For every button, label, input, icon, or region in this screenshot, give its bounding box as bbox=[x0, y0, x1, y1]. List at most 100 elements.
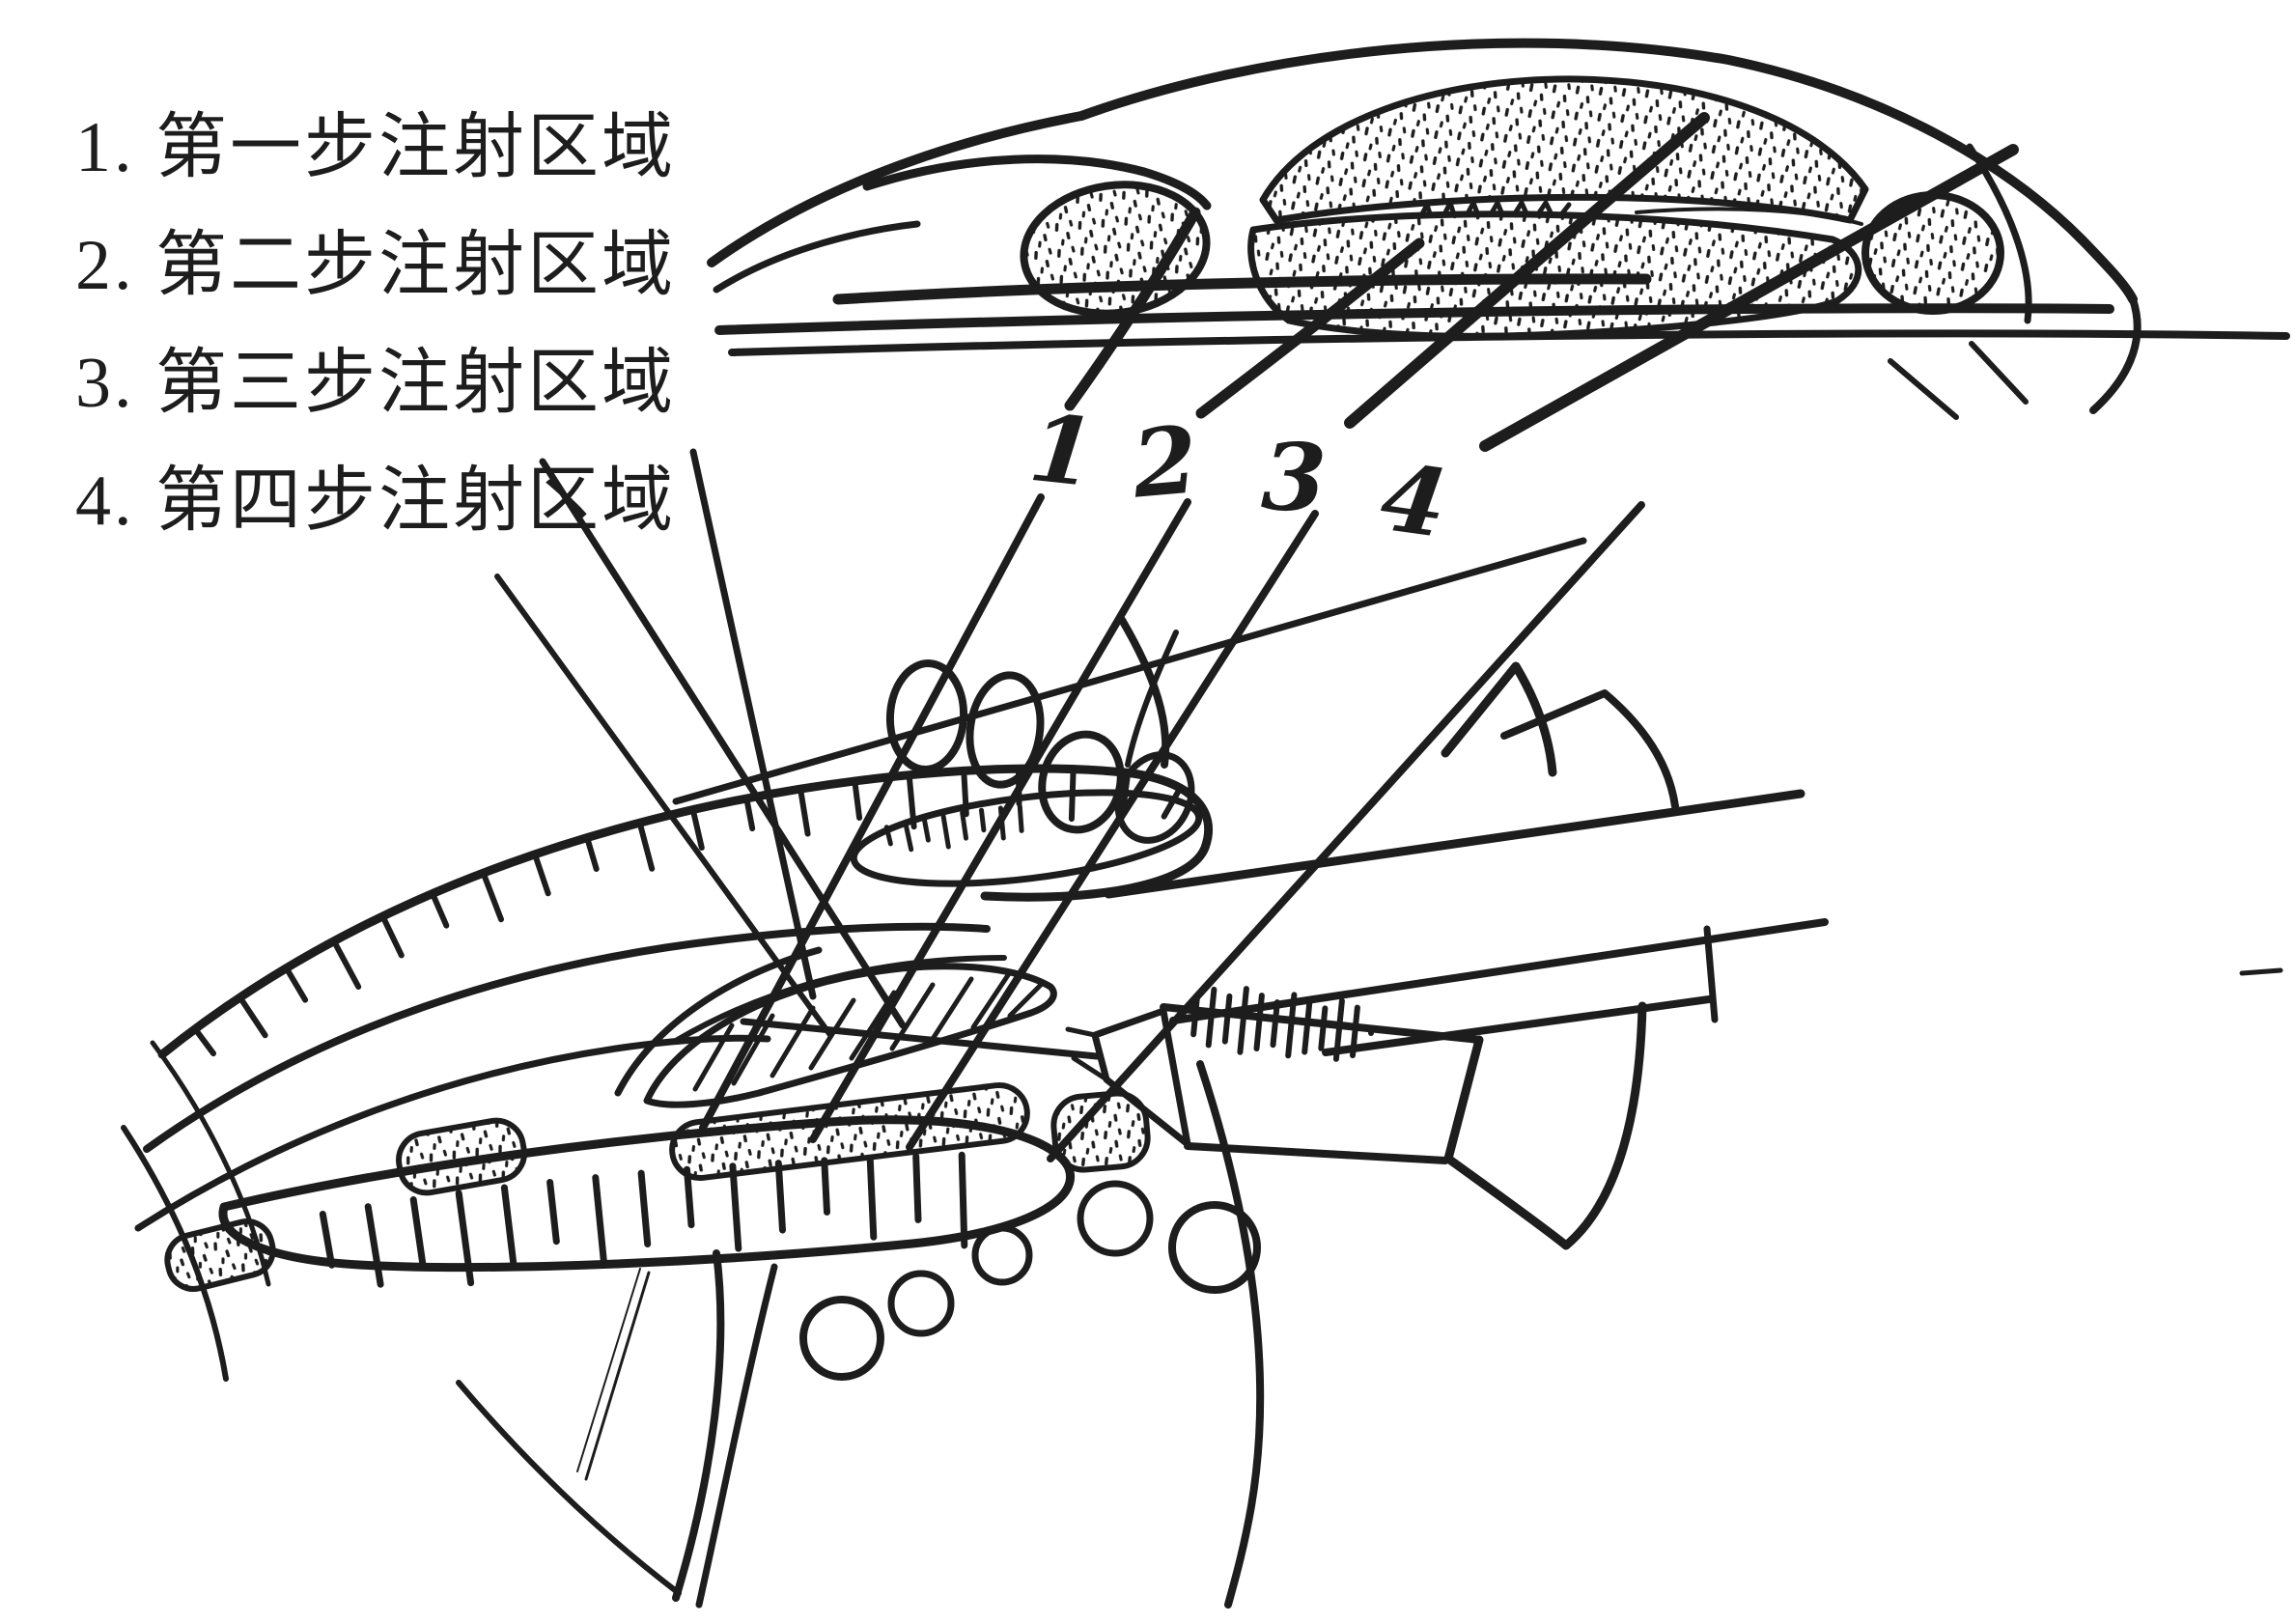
legend-item-step1: 1. 第一步注射区域 bbox=[75, 108, 676, 187]
hatch-tick bbox=[821, 1157, 830, 1216]
hatch-tick bbox=[866, 1155, 878, 1241]
anterior-tip-inner-line bbox=[1966, 143, 2032, 324]
leader-line-step4 bbox=[1479, 144, 2019, 452]
legend-item-step3: 3. 第三步注射区域 bbox=[75, 344, 676, 423]
legend: 1. 第一步注射区域 2. 第二步注射区域 3. 第三步注射区域 4. 第四步注… bbox=[75, 89, 676, 560]
hatch-tick bbox=[637, 824, 656, 872]
hatch-tick bbox=[364, 1203, 384, 1288]
hatch-tick bbox=[940, 813, 951, 850]
hatch-tick bbox=[381, 916, 405, 959]
hatch-tick bbox=[1332, 997, 1345, 1062]
sketch-stroke bbox=[1125, 630, 1179, 768]
hatch-tick bbox=[1205, 986, 1217, 1049]
hatch-ticks bbox=[319, 1151, 968, 1288]
leader-line-step2 bbox=[1195, 238, 1425, 419]
hatch-tick bbox=[546, 1179, 560, 1246]
baseline-lower bbox=[728, 329, 2290, 356]
hatch-tick bbox=[455, 1190, 475, 1287]
hatch-tick bbox=[1161, 788, 1182, 820]
band-end-lens bbox=[850, 789, 1203, 887]
anterior-tip-hook bbox=[2089, 295, 2141, 414]
hatch-tick bbox=[500, 1184, 518, 1266]
hatch-tick bbox=[482, 873, 504, 923]
hatch-tick bbox=[958, 1151, 968, 1249]
cartilage-ring bbox=[887, 1270, 955, 1337]
hatch-tick bbox=[1318, 1005, 1329, 1051]
sketch-stroke bbox=[1065, 1026, 1109, 1082]
sketch-stroke bbox=[1635, 207, 1863, 226]
sketch-stroke bbox=[456, 1380, 682, 1596]
sketch-stroke bbox=[2239, 967, 2283, 976]
legend-item-step4: 4. 第四步注射区域 bbox=[75, 462, 676, 541]
hatch-tick bbox=[1190, 994, 1200, 1038]
cartilage-oval bbox=[966, 671, 1045, 789]
hatch-tick bbox=[729, 1162, 742, 1252]
hatch-tick bbox=[852, 782, 863, 821]
step-number-2: 2 bbox=[1128, 405, 1202, 518]
hatch-tick bbox=[903, 820, 914, 853]
hatch-tick bbox=[285, 968, 309, 1003]
hatch-tick bbox=[637, 1169, 652, 1247]
hatch-tick bbox=[332, 941, 362, 990]
injection-area-upper-lobe bbox=[1259, 75, 1869, 224]
larynx-sagittal-view bbox=[121, 616, 1265, 1609]
aryepiglottic-curve bbox=[673, 955, 1007, 1044]
pointer-line-step3 bbox=[906, 510, 1319, 1151]
hatch-tick bbox=[1017, 803, 1024, 833]
sketch-stroke bbox=[1118, 616, 1170, 769]
arytenoid-stippled bbox=[1050, 1090, 1151, 1173]
cross-guide-line bbox=[539, 458, 907, 1029]
hatch-tick bbox=[684, 1165, 695, 1229]
hatch-tick bbox=[585, 838, 600, 872]
pointer-line-step4 bbox=[1047, 501, 1645, 1162]
needle bbox=[740, 1018, 1101, 1060]
injection-area-blob-posterior bbox=[1020, 181, 1211, 318]
hatch-tick bbox=[1253, 993, 1265, 1051]
thin-wall-line bbox=[576, 1268, 641, 1472]
sketch-stroke bbox=[150, 1040, 271, 1287]
step-number-1: 1 bbox=[1024, 393, 1100, 508]
cross-guide-line bbox=[672, 537, 1587, 805]
step-number-4: 4 bbox=[1375, 442, 1454, 559]
cartilage-ring bbox=[971, 1224, 1033, 1286]
scope-lower-funnel bbox=[1443, 1001, 1647, 1250]
hatch-tick bbox=[798, 790, 811, 837]
pharyngeal-wall-line bbox=[134, 1034, 771, 1232]
posterior-arc bbox=[862, 154, 1212, 210]
hatch-tick bbox=[1237, 986, 1249, 1055]
tracheal-band-outline bbox=[218, 1115, 1075, 1273]
sketch-stroke bbox=[1888, 341, 2029, 420]
hatch-tick bbox=[912, 1153, 922, 1223]
cartilage-ring bbox=[799, 1296, 884, 1381]
hatch-tick bbox=[409, 1196, 427, 1266]
hatch-tick bbox=[533, 854, 551, 897]
channel-wall bbox=[1196, 1060, 1265, 1609]
hatch-tick bbox=[1221, 993, 1233, 1045]
hatch-tick bbox=[1285, 992, 1298, 1059]
aryepiglottic-curve bbox=[614, 946, 823, 1097]
cross-guide-line bbox=[494, 574, 833, 1038]
hatch-tick bbox=[979, 807, 987, 833]
hatch-tick bbox=[431, 894, 450, 929]
hatch-tick bbox=[592, 1174, 608, 1268]
cross-section-outer-contour bbox=[707, 38, 2138, 304]
scope-lower-tube-line bbox=[1169, 918, 1829, 1024]
thin-wall-line bbox=[584, 1271, 651, 1481]
legend-item-step2: 2. 第二步注射区域 bbox=[75, 226, 676, 305]
laryngoscope bbox=[1104, 661, 2283, 1250]
hatch-tick bbox=[1350, 1004, 1360, 1059]
pharyngeal-wall-line bbox=[143, 922, 991, 1153]
pharyngeal-band-top-edge bbox=[157, 764, 1214, 1059]
leader-line-step1 bbox=[1064, 207, 1201, 411]
hatch-tick bbox=[774, 1160, 786, 1234]
scope-tube-connector bbox=[1703, 925, 1719, 1023]
hatch-tick bbox=[690, 810, 705, 851]
hatch-tick bbox=[960, 810, 968, 841]
cartilage-ring bbox=[1077, 1180, 1154, 1257]
scope-upper-bell bbox=[1441, 661, 1557, 777]
cross-guide-line bbox=[689, 448, 817, 1000]
hatch-tick bbox=[238, 997, 268, 1039]
cricoid-stippled bbox=[396, 1117, 527, 1196]
